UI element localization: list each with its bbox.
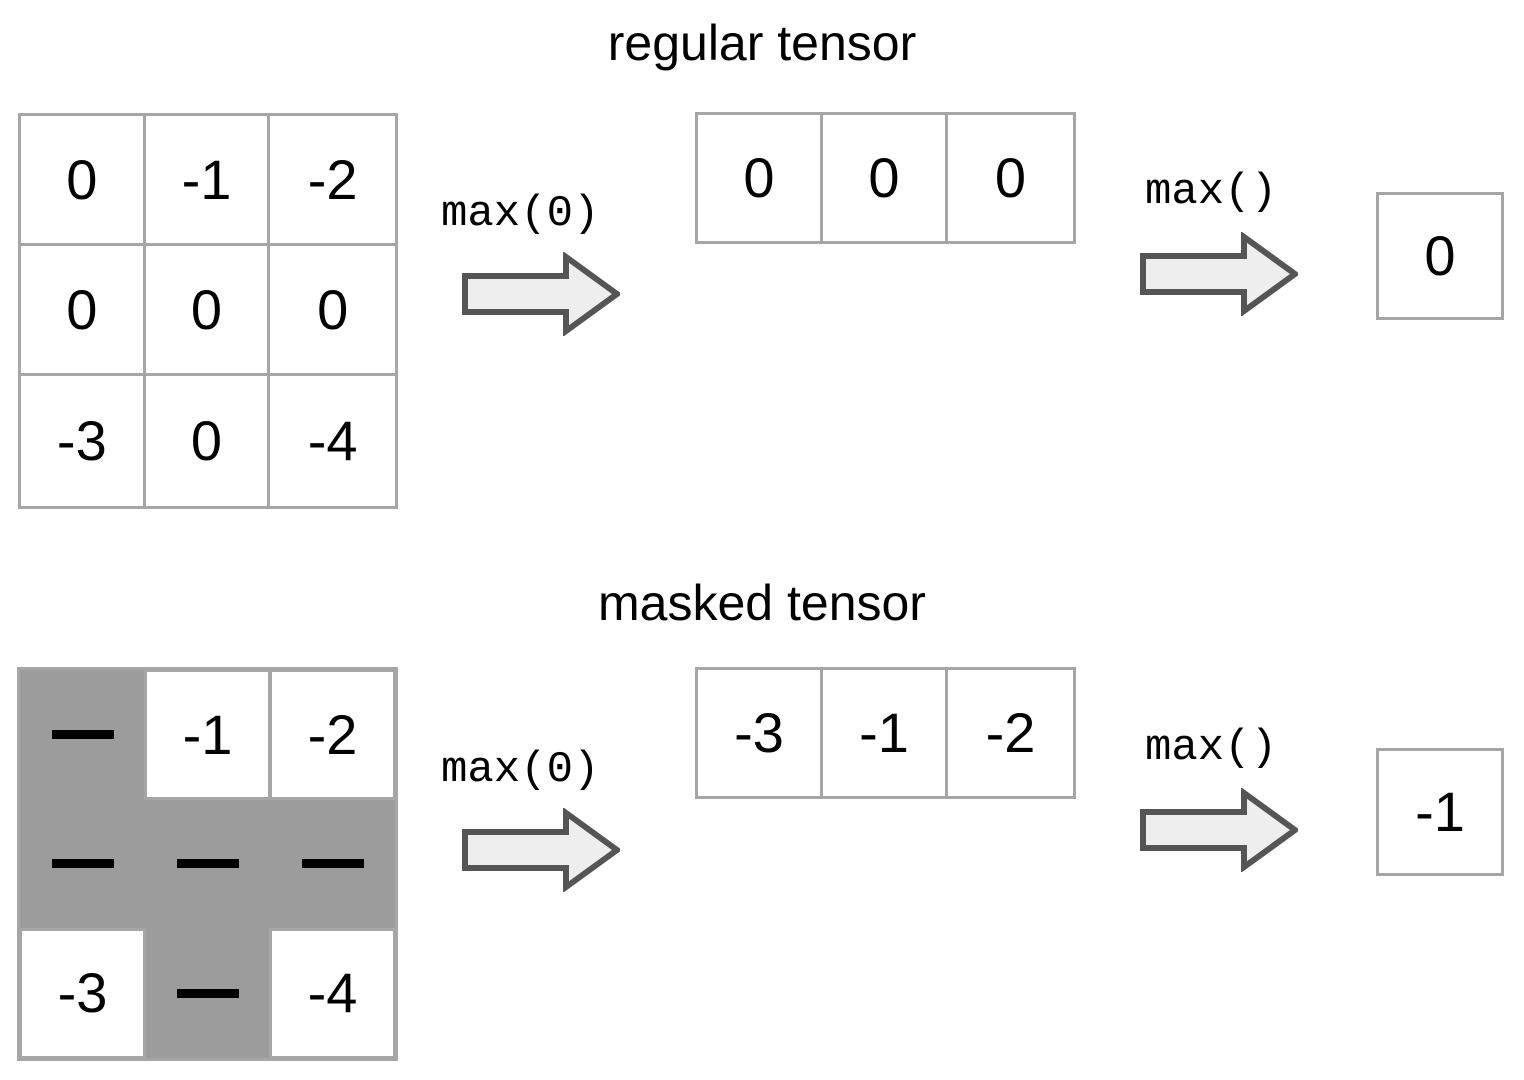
right-block-arrow-icon bbox=[462, 808, 620, 892]
masked-matrix-cell bbox=[20, 670, 145, 799]
operation-label-max-all-masked: max() bbox=[1145, 723, 1278, 773]
matrix-cell: -2 bbox=[269, 669, 396, 801]
mask-dash-icon bbox=[51, 859, 114, 869]
masked-matrix-cell bbox=[270, 799, 395, 928]
right-block-arrow-icon bbox=[1140, 788, 1298, 872]
section-title-masked: masked tensor bbox=[598, 575, 926, 631]
matrix-cell: 0 bbox=[21, 116, 146, 246]
operation-label-max-dim0-regular: max(0) bbox=[441, 189, 600, 239]
matrix-cell: -1 bbox=[145, 116, 271, 246]
mask-dash-icon bbox=[176, 988, 239, 998]
reduced-cell: 0 bbox=[948, 115, 1073, 241]
matrix-cell: 0 bbox=[270, 246, 395, 376]
right-block-arrow-icon bbox=[462, 252, 620, 336]
masked-input-matrix: -1 -2 -3 -4 bbox=[17, 667, 398, 1061]
masked-matrix-cell bbox=[20, 799, 145, 928]
reduced-cell: 0 bbox=[698, 115, 823, 241]
section-title-regular: regular tensor bbox=[607, 15, 917, 71]
regular-reduced-row: 0 0 0 bbox=[695, 112, 1076, 244]
mask-dash-icon bbox=[176, 859, 239, 869]
regular-input-matrix: 0 -1 -2 0 0 0 -3 0 -4 bbox=[18, 113, 398, 509]
matrix-cell: -4 bbox=[270, 376, 395, 506]
matrix-cell: -3 bbox=[19, 927, 146, 1059]
matrix-cell: 0 bbox=[145, 246, 271, 376]
operation-label-max-all-regular: max() bbox=[1145, 167, 1278, 217]
regular-scalar-result: 0 bbox=[1376, 192, 1504, 320]
reduced-cell: -2 bbox=[948, 670, 1073, 796]
reduced-cell: -3 bbox=[698, 670, 823, 796]
matrix-cell: 0 bbox=[21, 246, 146, 376]
operation-label-max-dim0-masked: max(0) bbox=[441, 745, 600, 795]
right-block-arrow-icon bbox=[1140, 232, 1298, 316]
mask-dash-icon bbox=[301, 859, 364, 869]
matrix-cell: -2 bbox=[270, 116, 395, 246]
masked-reduced-row: -3 -1 -2 bbox=[695, 667, 1076, 799]
masked-matrix-cell bbox=[145, 799, 270, 928]
matrix-cell: 0 bbox=[145, 376, 271, 506]
mask-dash-icon bbox=[51, 730, 114, 740]
matrix-cell: -1 bbox=[144, 669, 271, 801]
reduced-cell: 0 bbox=[823, 115, 948, 241]
masked-scalar-result: -1 bbox=[1376, 748, 1504, 876]
masked-matrix-cell bbox=[145, 929, 270, 1058]
matrix-cell: -4 bbox=[269, 927, 396, 1059]
matrix-cell: -3 bbox=[21, 376, 146, 506]
reduced-cell: -1 bbox=[823, 670, 948, 796]
